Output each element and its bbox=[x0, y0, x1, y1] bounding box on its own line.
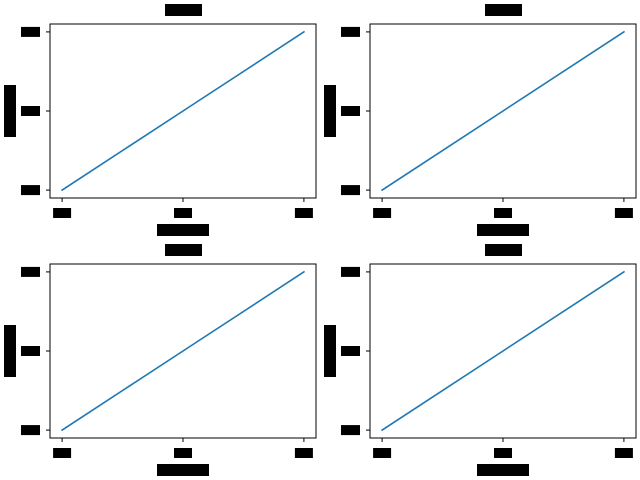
x-tick-label bbox=[294, 208, 313, 218]
x-tick-label bbox=[174, 448, 192, 458]
y-axis-label bbox=[324, 325, 336, 377]
y-tick-label bbox=[341, 26, 360, 37]
series-line-1 bbox=[380, 30, 626, 192]
subplot-4 bbox=[324, 244, 637, 476]
y-axis-label bbox=[324, 85, 336, 137]
x-tick-label bbox=[494, 208, 512, 218]
x-axis-label bbox=[477, 224, 529, 236]
x-tick-label bbox=[174, 208, 192, 218]
x-tick-label bbox=[614, 448, 633, 458]
chart-title bbox=[485, 4, 522, 16]
x-axis-label bbox=[157, 464, 209, 476]
subplot-2 bbox=[324, 4, 637, 236]
subplot-1 bbox=[4, 4, 317, 236]
x-tick-label bbox=[373, 208, 392, 218]
y-axis-label bbox=[4, 85, 16, 137]
x-tick-label bbox=[614, 208, 633, 218]
x-tick-label bbox=[53, 208, 72, 218]
y-tick-label bbox=[21, 266, 40, 277]
y-tick-label bbox=[21, 346, 40, 356]
y-tick-label bbox=[21, 106, 40, 116]
y-tick-label bbox=[341, 185, 360, 196]
y-tick-label bbox=[21, 185, 40, 196]
x-tick-label bbox=[294, 448, 313, 458]
chart-title bbox=[165, 244, 202, 256]
y-tick-label bbox=[341, 266, 360, 277]
y-tick-label bbox=[341, 425, 360, 436]
y-tick-label bbox=[21, 26, 40, 37]
y-tick-label bbox=[341, 346, 360, 356]
y-tick-label bbox=[21, 425, 40, 436]
x-tick-label bbox=[494, 448, 512, 458]
subplot-3 bbox=[4, 244, 317, 476]
y-tick-label bbox=[341, 106, 360, 116]
chart-title bbox=[485, 244, 522, 256]
x-tick-label bbox=[373, 448, 392, 458]
chart-title bbox=[165, 4, 202, 16]
series-line-1 bbox=[380, 270, 626, 432]
series-line-1 bbox=[60, 30, 306, 192]
series-line-1 bbox=[60, 270, 306, 432]
x-axis-label bbox=[477, 464, 529, 476]
x-tick-label bbox=[53, 448, 72, 458]
x-axis-label bbox=[157, 224, 209, 236]
y-axis-label bbox=[4, 325, 16, 377]
